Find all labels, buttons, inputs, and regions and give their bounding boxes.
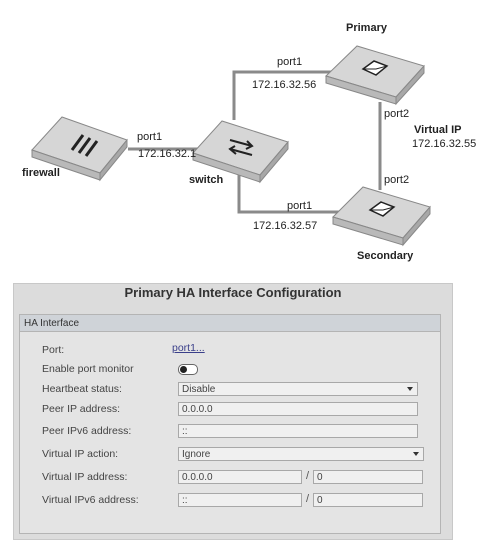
primary-port1-ip: 172.16.32.56 <box>252 79 317 91</box>
virtual-ip-address-value: 0.0.0.0 <box>182 472 213 483</box>
network-diagram: Primary port1 172.16.32.56 port2 Virtual… <box>0 0 491 268</box>
port-link[interactable]: port1... <box>172 342 205 354</box>
port-label: Port: <box>42 344 65 356</box>
secondary-port1-label: port1 <box>287 200 313 212</box>
virtual-ipv6-address-input[interactable]: :: <box>178 493 302 507</box>
virtual-ip-label: Virtual IP <box>414 124 462 136</box>
virtual-ipv6-address-label: Virtual IPv6 address: <box>42 494 139 506</box>
virtual-ip-mask-value: 0 <box>317 472 323 483</box>
peer-ip-input[interactable]: 0.0.0.0 <box>178 402 418 416</box>
secondary-label: Secondary <box>357 250 414 262</box>
firewall-port1-ip: 172.16.32.1 <box>138 148 197 160</box>
slash-separator: / <box>306 470 310 482</box>
heartbeat-status-label: Heartbeat status: <box>42 383 122 395</box>
virtual-ip-action-label: Virtual IP action: <box>42 448 119 460</box>
chevron-down-icon <box>407 387 413 391</box>
virtual-ip-mask-input[interactable]: 0 <box>313 470 423 484</box>
switch-device-icon <box>192 120 289 184</box>
ha-interface-section: HA Interface Port: port1... Enable port … <box>19 314 441 534</box>
enable-port-monitor-label: Enable port monitor <box>42 363 134 375</box>
firewall-label: firewall <box>22 167 60 179</box>
section-header: HA Interface <box>20 315 440 332</box>
peer-ipv6-label: Peer IPv6 address: <box>42 425 132 437</box>
switch-label: switch <box>189 174 224 186</box>
primary-label: Primary <box>346 22 387 34</box>
virtual-ip-action-value: Ignore <box>182 449 211 460</box>
virtual-ip-address-label: Virtual IP address: <box>42 471 128 483</box>
secondary-port1-ip: 172.16.32.57 <box>253 220 318 232</box>
topology-lines <box>31 45 431 247</box>
primary-port2-label: port2 <box>384 108 410 120</box>
port-monitor-toggle[interactable] <box>178 364 198 375</box>
peer-ipv6-value: :: <box>182 426 188 437</box>
secondary-port2-label: port2 <box>384 174 410 186</box>
secondary-device-icon <box>332 186 431 247</box>
peer-ip-label: Peer IP address: <box>42 403 121 415</box>
toggle-knob <box>180 366 187 373</box>
peer-ip-value: 0.0.0.0 <box>182 404 213 415</box>
firewall-port1-label: port1 <box>137 131 163 143</box>
link-switch-primary <box>232 70 335 120</box>
virtual-ipv6-address-value: :: <box>182 495 188 506</box>
heartbeat-status-select[interactable]: Disable <box>178 382 418 396</box>
virtual-ip-address-input[interactable]: 0.0.0.0 <box>178 470 302 484</box>
virtual-ipv6-mask-input[interactable]: 0 <box>313 493 423 507</box>
ha-interface-config-panel: Primary HA Interface Configuration HA In… <box>13 283 453 540</box>
firewall-device-icon <box>31 116 128 182</box>
heartbeat-status-value: Disable <box>182 384 216 395</box>
primary-device-icon <box>325 45 425 106</box>
virtual-ip-value: 172.16.32.55 <box>412 138 477 150</box>
virtual-ipv6-mask-value: 0 <box>317 495 323 506</box>
panel-title: Primary HA Interface Configuration <box>124 285 342 300</box>
peer-ipv6-input[interactable]: :: <box>178 424 418 438</box>
link-switch-secondary <box>237 173 340 214</box>
virtual-ip-action-select[interactable]: Ignore <box>178 447 424 461</box>
primary-port1-label: port1 <box>277 56 303 68</box>
chevron-down-icon <box>413 452 419 456</box>
slash-separator: / <box>306 493 310 505</box>
